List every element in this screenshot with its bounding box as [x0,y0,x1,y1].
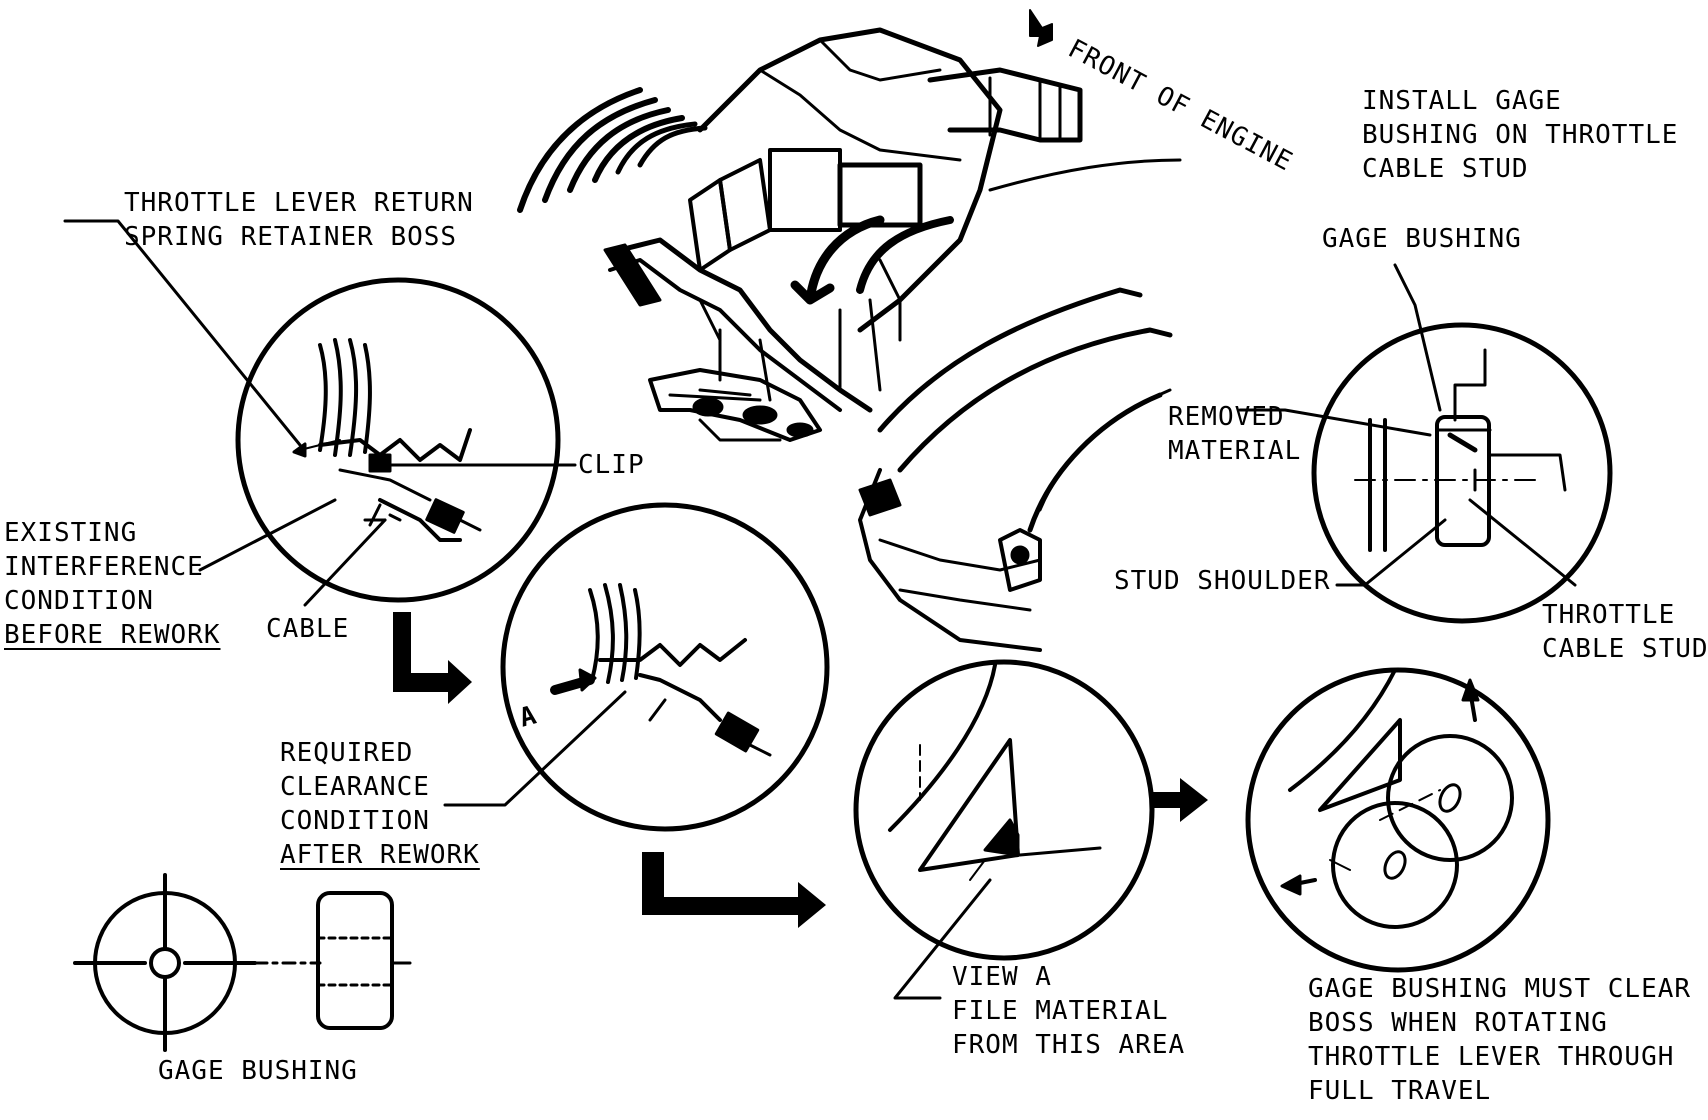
arrow-after-to-view-a [642,852,826,928]
install-gage-label: INSTALL GAGE BUSHING ON THROTTLE CABLE S… [1362,86,1679,184]
existing-interference-label: EXISTING INTERFERENCE CONDITION BEFORE R… [4,518,221,650]
gage-bushing-bottom-label: GAGE BUSHING [158,1056,358,1086]
stud-shoulder-label: STUD SHOULDER [1114,566,1331,596]
gage-bushing-drawing [73,873,412,1052]
detail-circle-after-rework [500,502,830,832]
arrow-before-to-after [393,612,472,704]
leader-lines [63,219,1577,1000]
clip-label: CLIP [578,450,645,480]
throttle-cable-stud-label: THROTTLE CABLE STUD [1542,600,1708,664]
gage-bushing-must-clear-label: GAGE BUSHING MUST CLEAR BOSS WHEN ROTATI… [1308,974,1692,1106]
flow-arrows [393,612,1208,928]
throttle-body-illustration [517,9,1182,652]
throttle-lever-boss-label: THROTTLE LEVER RETURN SPRING RETAINER BO… [124,188,474,252]
detail-circle-before-rework [235,277,561,603]
view-a-label: VIEW A FILE MATERIAL FROM THIS AREA [952,962,1186,1060]
removed-material-label: REMOVED MATERIAL [1168,402,1302,466]
cable-label: CABLE [266,614,350,644]
detail-circle-full-travel [1245,667,1551,973]
arrow-view-a-to-travel [1150,778,1208,822]
detail-circle-view-a [853,659,1155,961]
detail-circle-gage-bushing [1311,322,1613,624]
required-clearance-label: REQUIRED CLEARANCE CONDITION AFTER REWOR… [280,738,480,870]
gage-bushing-top-label: GAGE BUSHING [1322,224,1522,254]
